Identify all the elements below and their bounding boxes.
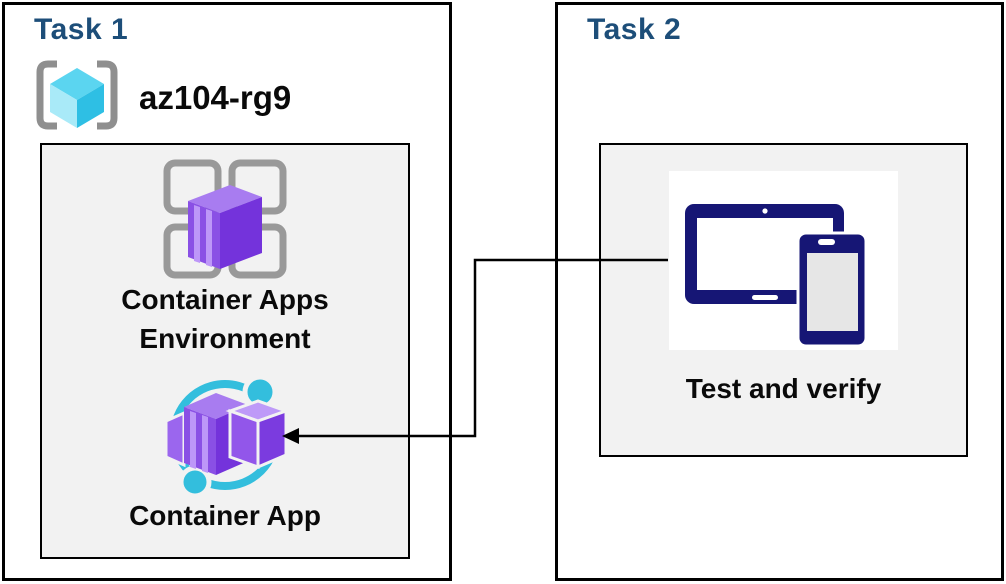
test-and-verify-label: Test and verify [685,373,882,404]
resource-group-row: az104-rg9 [32,58,291,137]
container-app-label: Container App [129,500,321,531]
container-apps-environment-label: Container Apps Environment [42,280,408,358]
resource-group-name: az104-rg9 [139,78,292,116]
container-app-icon [158,371,292,506]
device-icon-area [669,171,898,350]
tablet-phone-icon [669,169,898,353]
task1-box: Task 1 az104-rg9 [2,2,452,581]
container-apps-panel: Container Apps Environment C [40,143,410,559]
environment-label-line2: Environment [139,323,311,354]
task1-title: Task 1 [34,13,129,46]
test-verify-panel: Test and verify [599,143,968,457]
environment-label-line1: Container Apps [121,284,329,315]
container-apps-environment-icon [163,159,287,284]
task2-title: Task 2 [587,13,682,46]
task2-box: Task 2 Test and verify [555,2,1004,581]
resource-group-icon [32,58,122,137]
